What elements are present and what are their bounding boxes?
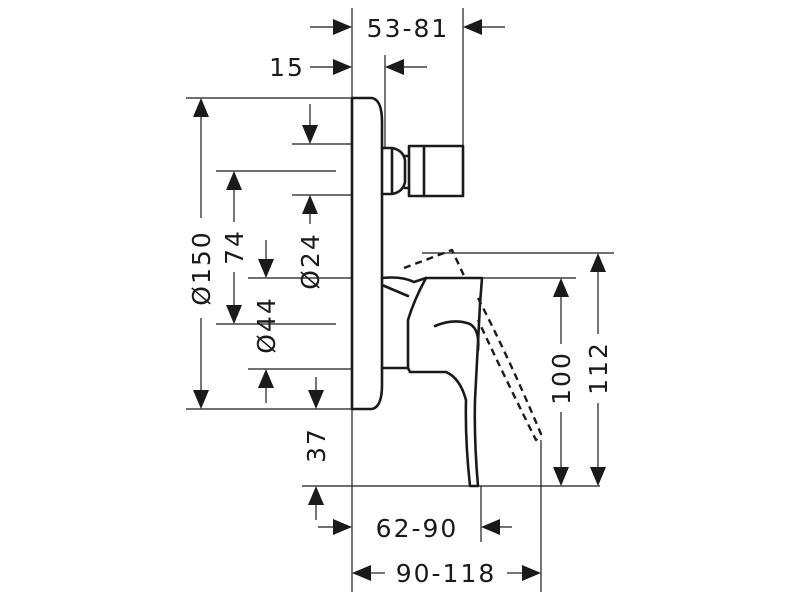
dim-center-offset: 74 [220,229,249,265]
dim-bottom-offset: 37 [302,427,331,463]
dim-plate-diameter: Ø150 [187,230,216,305]
dim-handle-height: 100 [547,351,576,405]
lever-groove [433,320,480,352]
dim-top-width: 53-81 [367,14,450,43]
dim-lever-reach: 62-90 [376,514,459,543]
dim-hub-diameter: Ø44 [252,296,281,354]
dim-port-diameter: Ø24 [296,232,325,290]
mixer-hub [380,276,484,488]
diverter-knob [380,146,407,196]
wall-plate [350,96,384,411]
diverter-cap [407,144,465,198]
dimension-labels: 53-81 15 Ø150 74 Ø24 Ø44 37 100 112 62-9… [187,14,613,588]
dim-total-height: 112 [584,341,613,395]
dim-total-depth: 90-118 [396,559,497,588]
mixer-front [406,276,428,370]
lever-alternate-position [403,248,543,442]
extension-lines [186,8,614,592]
arrowheads [193,19,606,581]
faucet-drawing [350,96,543,488]
dim-plate-gap: 15 [269,53,305,82]
